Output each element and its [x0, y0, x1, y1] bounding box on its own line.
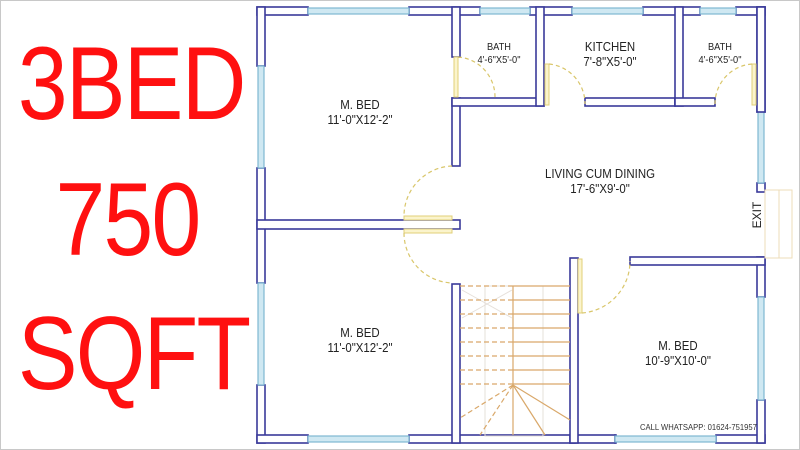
- exit-step: [764, 189, 793, 259]
- windows: [257, 7, 765, 443]
- internal-walls: [256, 6, 766, 444]
- room-dimensions: 7'-8"X5'-0": [583, 54, 637, 69]
- room-dimensions: 4'-6"X5'-0": [477, 54, 521, 66]
- title-area: 750: [55, 162, 201, 278]
- room-bath-1: BATH 4'-6"X5'-0": [466, 41, 531, 67]
- room-name: KITCHEN: [584, 39, 636, 54]
- title-bedrooms: 3BED: [17, 26, 246, 142]
- room-name: M. BED: [658, 338, 698, 353]
- room-dimensions: 17'-6"X9'-0": [570, 181, 630, 196]
- doors: [403, 56, 757, 314]
- room-name: LIVING CUM DINING: [545, 166, 655, 181]
- room-living-dining: LIVING CUM DINING 17'-6"X9'-0": [530, 166, 671, 196]
- contact-text: CALL WHATSAPP: 01624-751957: [640, 422, 757, 432]
- room-master-bed-2: M. BED 11'-0"X12'-2": [307, 325, 413, 355]
- room-name: BATH: [487, 41, 511, 53]
- staircase: [459, 285, 571, 437]
- room-name: M. BED: [340, 325, 380, 340]
- room-bath-2: BATH 4'-6"X5'-0": [687, 41, 752, 67]
- room-dimensions: 11'-0"X12'-2": [327, 112, 393, 127]
- room-dimensions: 10'-9"X10'-0": [645, 353, 711, 368]
- title-unit: SQFT: [17, 296, 251, 412]
- room-kitchen: KITCHEN 7'-8"X5'-0": [566, 39, 654, 69]
- room-dimensions: 4'-6"X5'-0": [698, 54, 742, 66]
- room-name: BATH: [708, 41, 732, 53]
- room-master-bed-1: M. BED 11'-0"X12'-2": [307, 97, 413, 127]
- room-master-bed-3: M. BED 10'-9"X10'-0": [625, 338, 731, 368]
- room-dimensions: 11'-0"X12'-2": [327, 340, 393, 355]
- exit-label: EXIT: [750, 201, 764, 229]
- room-name: M. BED: [340, 97, 380, 112]
